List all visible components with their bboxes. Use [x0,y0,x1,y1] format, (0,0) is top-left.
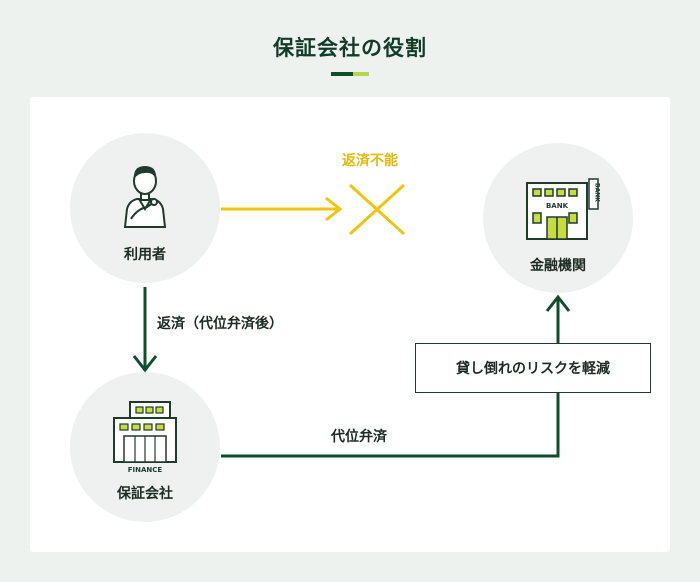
page-title: 保証会社の役割 [273,36,427,60]
guarantor-node: FINANCE 保証会社 [70,372,220,522]
default-cross-icon [348,183,406,236]
user-icon [123,166,167,228]
bank-node: BANK BANK 金融機関 [483,143,633,293]
user-label: 利用者 [124,247,166,263]
repayment-label: 返済（代位弁済後） [157,316,283,332]
guarantor-label: 保証会社 [117,486,173,502]
bank-sign-text: BANK [594,183,601,202]
default-label: 返済不能 [342,153,398,169]
bank-building-icon: BANK BANK [526,178,601,240]
default-arrow [221,196,343,222]
title-underline [331,72,369,76]
bank-label: 金融機関 [530,258,586,274]
subrogation-label: 代位弁済 [331,429,387,445]
repayment-arrow [132,287,158,373]
risk-callout: 貸し倒れのリスクを軽減 [415,343,651,393]
finance-text: FINANCE [128,466,163,474]
user-node: 利用者 [70,133,220,283]
bank-building-text: BANK [546,202,569,210]
guarantor-building-icon: FINANCE [113,401,177,474]
